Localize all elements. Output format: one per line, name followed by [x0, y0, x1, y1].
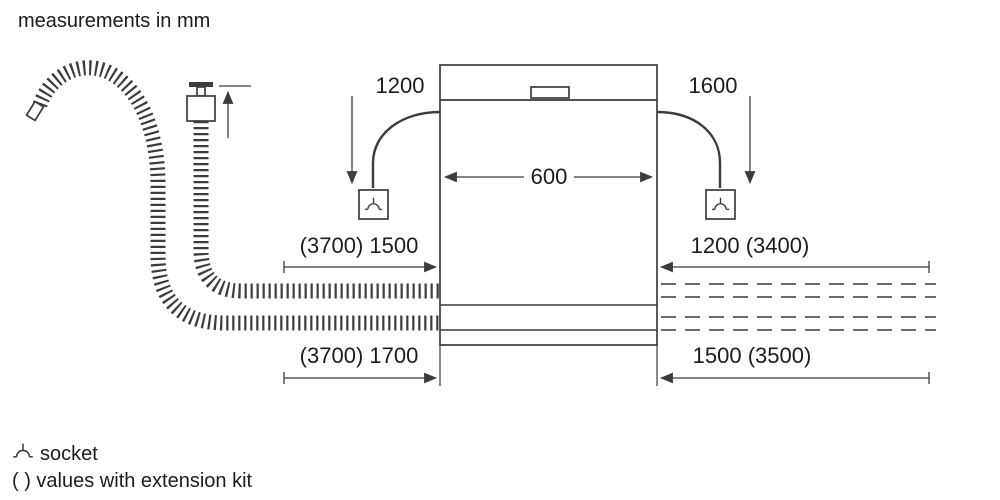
socket-left	[358, 189, 389, 220]
dim-cord-right: 1600	[689, 73, 756, 185]
inlet-hose	[193, 121, 439, 299]
dishwasher-outline	[439, 64, 658, 386]
dim-drain-left: (3700) 1700	[283, 343, 438, 384]
extension-hose-dashed	[661, 283, 936, 331]
socket-right	[705, 189, 736, 220]
dim-width-label: 600	[531, 164, 568, 189]
dim-drain-right-label: 1500 (3500)	[693, 343, 812, 368]
control-panel	[530, 86, 570, 99]
power-cord-right	[656, 110, 722, 188]
drain-hose-end-cap	[25, 100, 45, 122]
dim-inlet-left-label: (3700) 1500	[300, 233, 419, 258]
page-title: measurements in mm	[18, 10, 210, 32]
legend: socket ( ) values with extension kit	[12, 442, 253, 492]
power-cord-left	[371, 110, 441, 188]
dim-cord-left: 1200	[346, 73, 425, 185]
dim-machine-width: 600	[443, 164, 654, 189]
dim-cord-right-label: 1600	[689, 73, 738, 98]
legend-socket-label: socket	[40, 443, 98, 465]
dim-inlet-right-label: 1200 (3400)	[691, 233, 810, 258]
dim-cord-left-label: 1200	[376, 73, 425, 98]
drain-hose	[25, 60, 439, 331]
dim-drain-left-label: (3700) 1700	[300, 343, 419, 368]
legend-extension-label: ( ) values with extension kit	[12, 470, 253, 492]
dim-drain-right: 1500 (3500)	[659, 343, 930, 384]
dim-inlet-right: 1200 (3400)	[659, 233, 930, 273]
water-tap-icon	[186, 82, 251, 138]
dim-inlet-left: (3700) 1500	[283, 233, 438, 273]
socket-icon	[12, 442, 34, 458]
